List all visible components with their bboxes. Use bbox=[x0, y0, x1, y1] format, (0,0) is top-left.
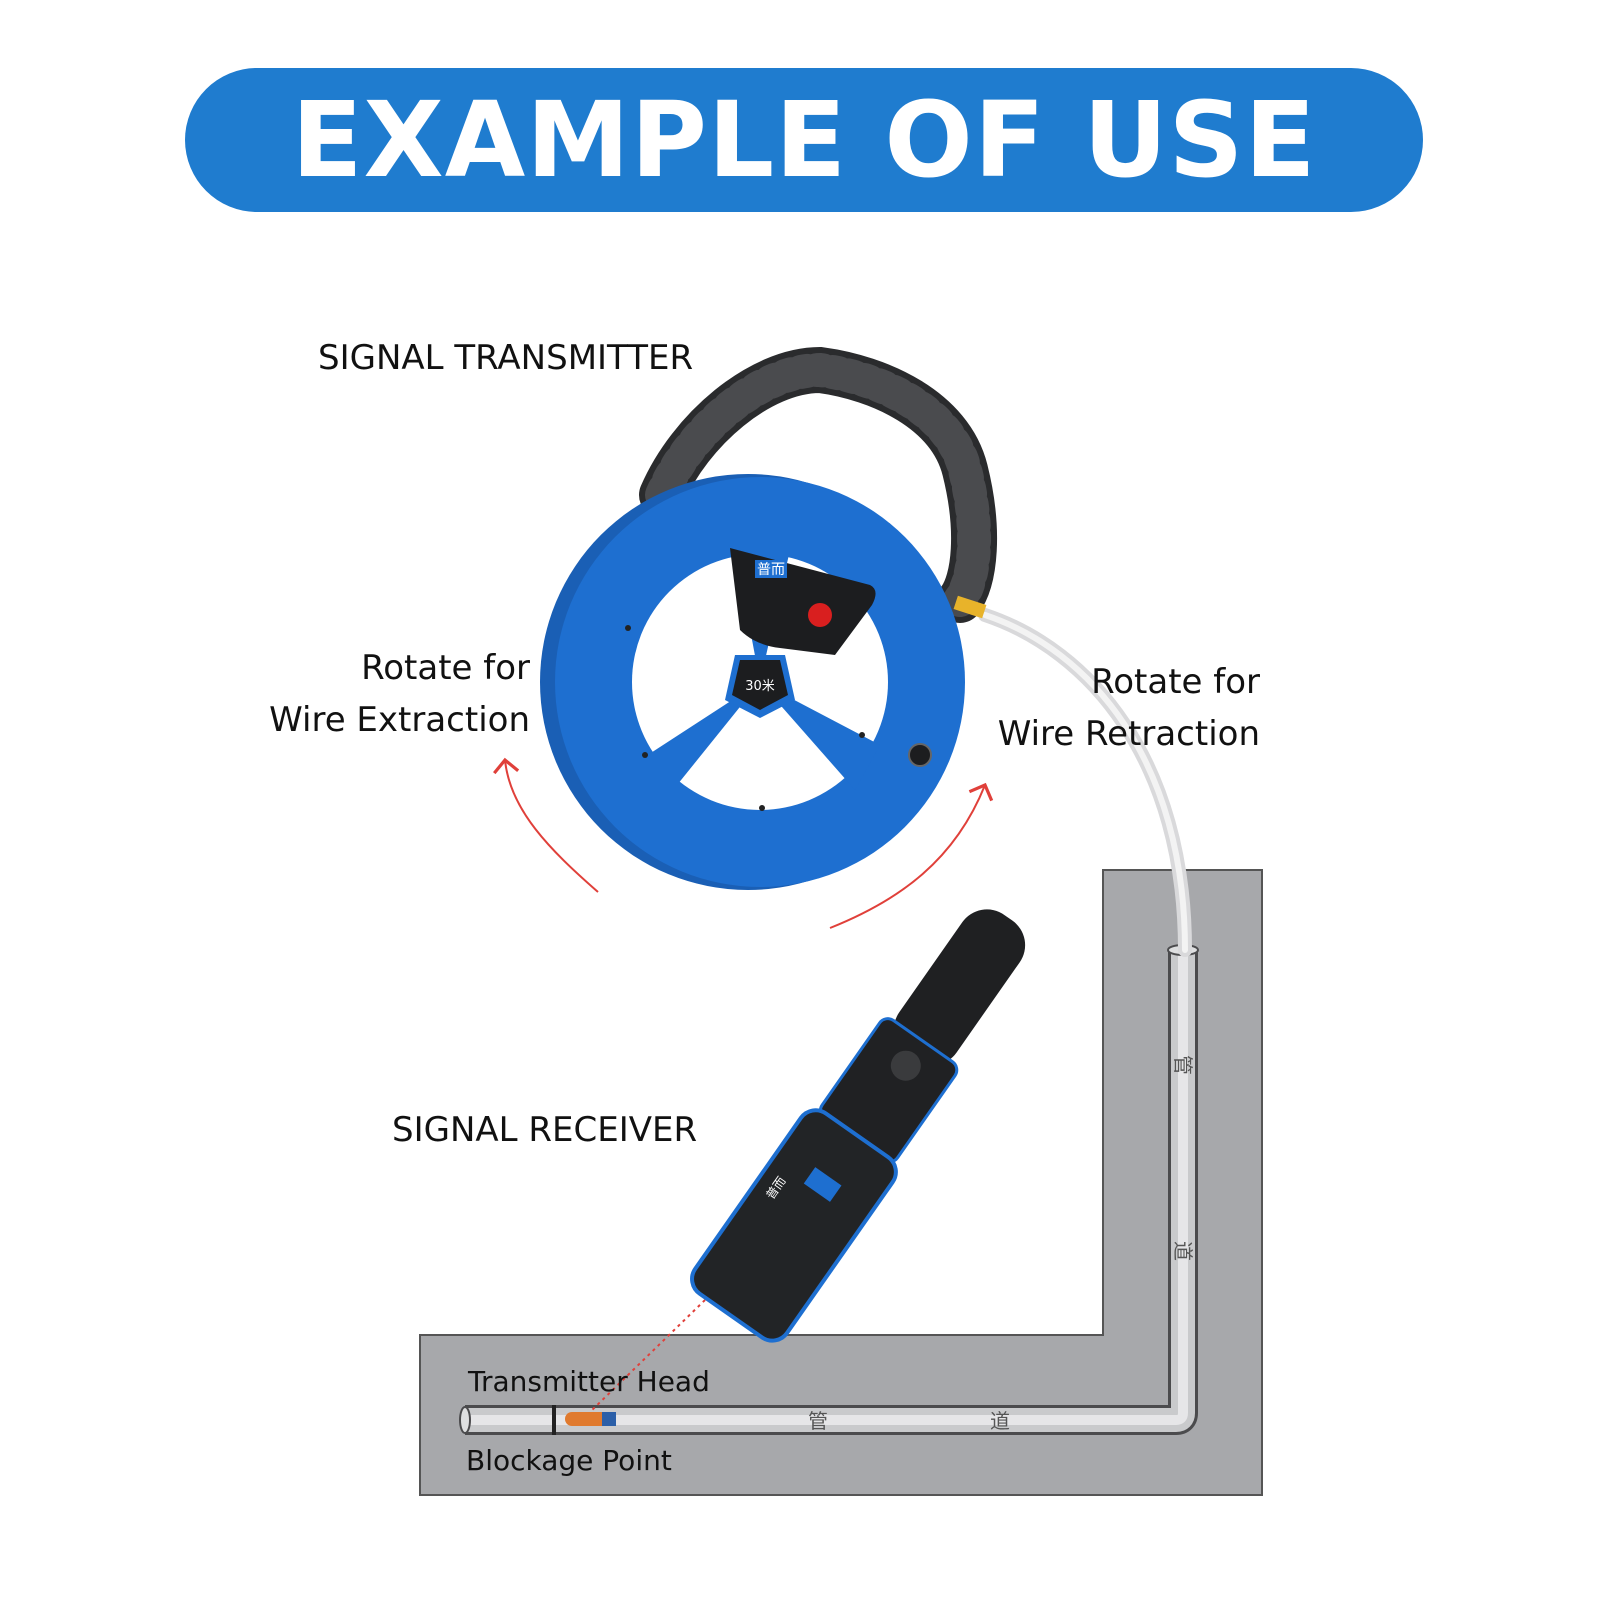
pipe-char-horizontal-1: 管 bbox=[808, 1409, 828, 1433]
rotate-retraction-line1: Rotate for bbox=[1091, 662, 1260, 702]
rotate-extraction-label: Rotate for Wire Extraction bbox=[245, 642, 530, 746]
signal-receiver-label: SIGNAL RECEIVER bbox=[392, 1110, 698, 1150]
reel-icon bbox=[540, 474, 987, 890]
signal-line bbox=[589, 1299, 706, 1413]
reel-handle bbox=[639, 346, 998, 623]
rotate-extraction-line1: Rotate for bbox=[361, 648, 530, 688]
rotation-arrow-retraction-icon bbox=[829, 782, 994, 929]
wall-shape bbox=[419, 869, 1263, 1496]
signal-transmitter-label: SIGNAL TRANSMITTER bbox=[318, 338, 694, 378]
rotate-retraction-line2: Wire Retraction bbox=[997, 714, 1260, 754]
transmitter-head-label: Transmitter Head bbox=[468, 1365, 710, 1398]
pipe-char-horizontal-2: 道 bbox=[990, 1409, 1010, 1433]
reel-brand-text: 普而 bbox=[757, 562, 785, 578]
rotate-extraction-line2: Wire Extraction bbox=[269, 700, 530, 740]
rotate-retraction-label: Rotate for Wire Retraction bbox=[960, 656, 1260, 760]
pipe-char-vertical-2: 道 bbox=[1171, 1241, 1195, 1261]
reel-length-text: 30米 bbox=[745, 679, 775, 694]
banner-title: EXAMPLE OF USE bbox=[291, 79, 1317, 201]
title-banner: EXAMPLE OF USE bbox=[185, 68, 1423, 212]
pipe-char-vertical-1: 管 bbox=[1171, 1055, 1195, 1075]
receiver-icon bbox=[690, 909, 1026, 1343]
pipe-icon bbox=[459, 944, 1199, 1435]
rotation-arrow-extraction-icon bbox=[493, 757, 599, 893]
blockage-point-label: Blockage Point bbox=[466, 1444, 672, 1477]
transmitter-head-icon bbox=[565, 1412, 616, 1426]
